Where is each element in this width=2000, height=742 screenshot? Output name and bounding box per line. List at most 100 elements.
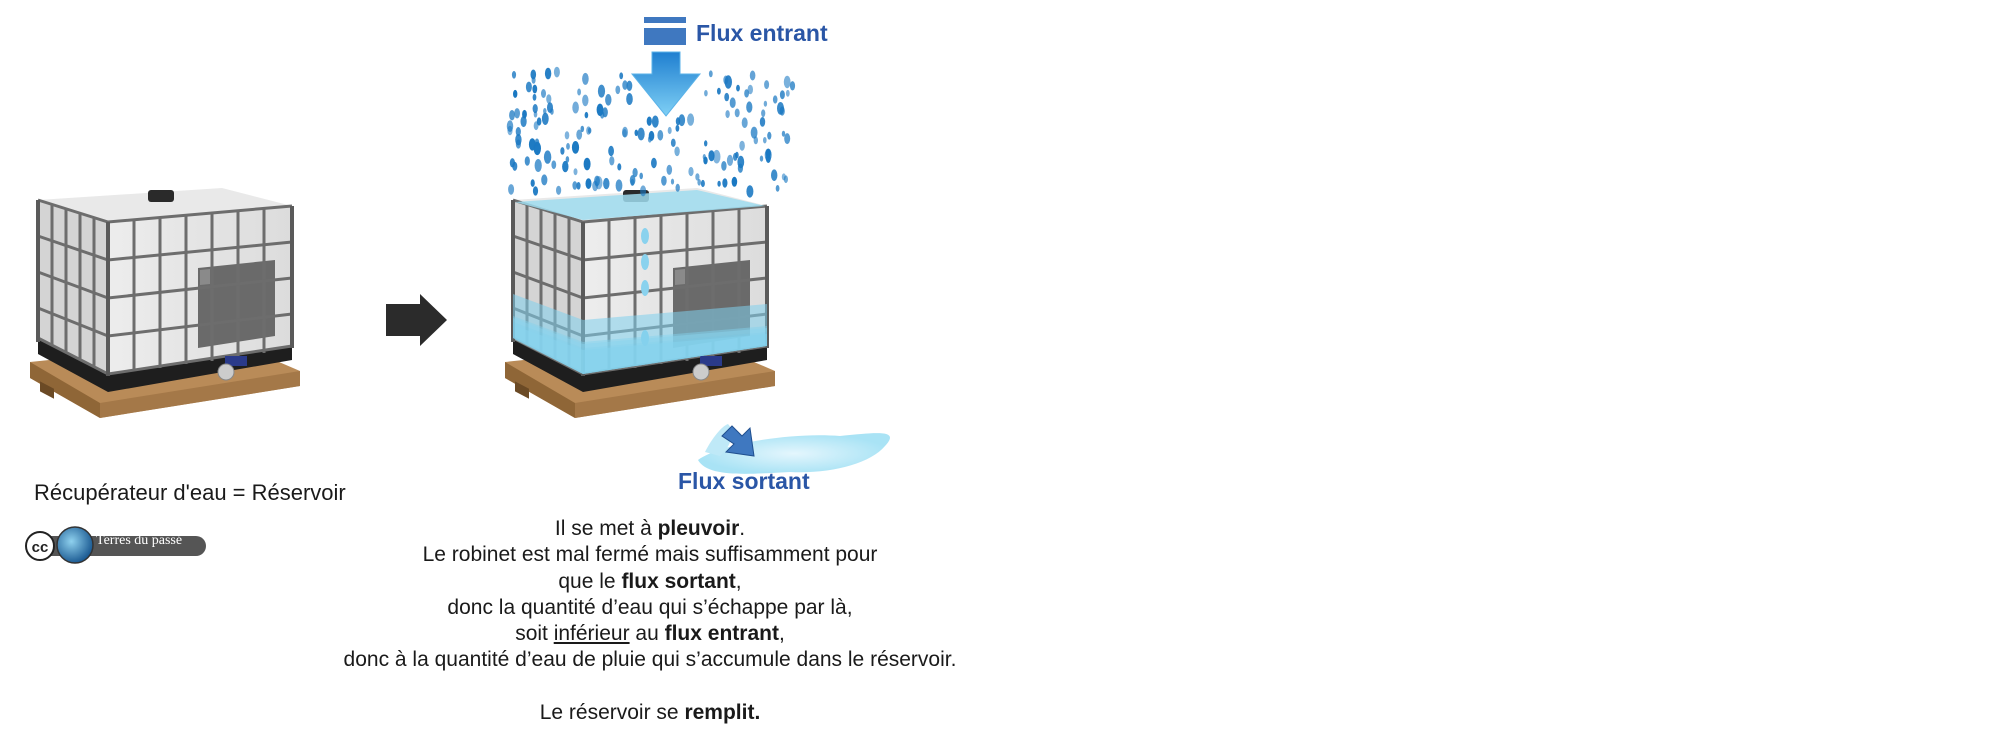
- rain-drop: [626, 93, 633, 105]
- rain-drop: [637, 127, 645, 141]
- rain-drop: [515, 127, 521, 137]
- rain-drop: [772, 95, 778, 104]
- rain-drop: [661, 175, 667, 186]
- rain-drop: [573, 168, 578, 176]
- rain-drop: [646, 116, 652, 126]
- rain-drop: [744, 89, 749, 98]
- rain-drop: [595, 176, 603, 190]
- rain-drop: [764, 80, 770, 90]
- rain-drop: [639, 172, 643, 180]
- rain-drop: [783, 75, 791, 89]
- rain-drop: [547, 102, 553, 113]
- rain-drop: [708, 70, 713, 78]
- rain-drop: [619, 72, 624, 80]
- rain-drop: [543, 108, 547, 115]
- rain-drop: [700, 179, 705, 188]
- rain-drop: [721, 161, 727, 171]
- explanation-line-2: Le robinet est mal fermé mais suffisamme…: [422, 543, 878, 567]
- license-text: Terres du passé: [96, 533, 183, 548]
- rain-drop: [509, 110, 515, 121]
- rain-drop: [515, 134, 522, 146]
- rain-drop: [763, 137, 767, 144]
- rain-drop: [506, 120, 514, 132]
- rain-drop: [566, 143, 570, 150]
- rain-drop: [775, 185, 780, 192]
- outflow-arrow-icon: [721, 425, 755, 457]
- rain-drop: [520, 115, 527, 128]
- right-tank-illustration: [503, 186, 777, 420]
- rain-drop: [533, 111, 538, 118]
- rain-drop: [783, 175, 789, 183]
- rain-drop: [565, 156, 570, 163]
- rain-drop: [731, 176, 738, 187]
- rain-drop: [532, 84, 538, 94]
- rain-drop: [674, 146, 680, 157]
- rain-drop: [746, 185, 754, 198]
- rain-drop: [585, 178, 592, 190]
- rain-drop: [670, 178, 675, 185]
- rain-drop: [602, 107, 608, 118]
- rain-drop: [530, 179, 535, 187]
- rain-drop: [615, 85, 621, 95]
- rain-drop: [767, 131, 772, 140]
- rain-drop: [626, 80, 633, 92]
- explanation-text: Il se met à pleuvoir. Le robinet est mal…: [340, 516, 960, 726]
- rain-drop: [541, 89, 546, 98]
- explanation-conclusion: Le réservoir se remplit.: [539, 700, 761, 724]
- rain-drop: [717, 87, 721, 95]
- rain-drop: [697, 179, 701, 186]
- rain-drop: [784, 133, 791, 145]
- cc-mark: cc: [32, 539, 49, 556]
- rain-drop: [577, 88, 581, 96]
- rain-drop: [734, 108, 740, 118]
- rain-drop: [746, 101, 753, 113]
- rain-drop: [722, 178, 728, 188]
- rain-drop: [551, 160, 557, 169]
- rain-drop: [765, 154, 771, 163]
- inflow-arrow-icon: [630, 17, 702, 117]
- rain-drop: [513, 89, 518, 98]
- rain-drop: [508, 184, 515, 195]
- rain-drop: [546, 94, 552, 104]
- rain-drop: [666, 164, 673, 175]
- rain-drop: [530, 69, 537, 80]
- rain-drop: [582, 94, 589, 107]
- rain-drop: [544, 67, 552, 80]
- rain-drop: [617, 163, 622, 171]
- rain-drop: [695, 173, 700, 181]
- rain-drop: [580, 125, 585, 133]
- rain-drop: [763, 100, 768, 107]
- rain-drop: [779, 90, 785, 100]
- rain-drop: [576, 129, 583, 140]
- rain-drop: [737, 163, 744, 173]
- rain-drop: [556, 185, 562, 195]
- explanation-line-1: Il se met à pleuvoir.: [554, 517, 746, 540]
- rain-drop: [741, 117, 748, 128]
- rain-drop: [747, 84, 753, 95]
- rain-drop: [512, 161, 518, 171]
- inflow-label: Flux entrant: [696, 20, 828, 46]
- rain-drop: [596, 103, 604, 117]
- rain-drop: [560, 147, 565, 155]
- rain-drop: [605, 94, 612, 106]
- rain-drop: [739, 140, 745, 151]
- rain-drop: [533, 141, 541, 156]
- rain-drop: [675, 183, 680, 192]
- rain-drop: [759, 155, 764, 162]
- rain-drop: [532, 93, 537, 101]
- rain-drop: [688, 166, 694, 177]
- rain-drop: [761, 109, 766, 118]
- rain-drop: [534, 159, 542, 172]
- left-tank-illustration: [28, 186, 302, 420]
- rain-drop: [657, 130, 664, 141]
- rain-drop: [586, 126, 591, 135]
- rain-drop: [541, 174, 548, 186]
- rain-drops-icon: [506, 66, 796, 198]
- rain-drop: [789, 81, 796, 91]
- rain-drop: [571, 141, 580, 154]
- rain-drop: [583, 157, 591, 171]
- rain-drop: [729, 97, 736, 108]
- rain-drop: [667, 126, 672, 135]
- rain-drop: [525, 81, 532, 93]
- rain-drop: [514, 108, 520, 119]
